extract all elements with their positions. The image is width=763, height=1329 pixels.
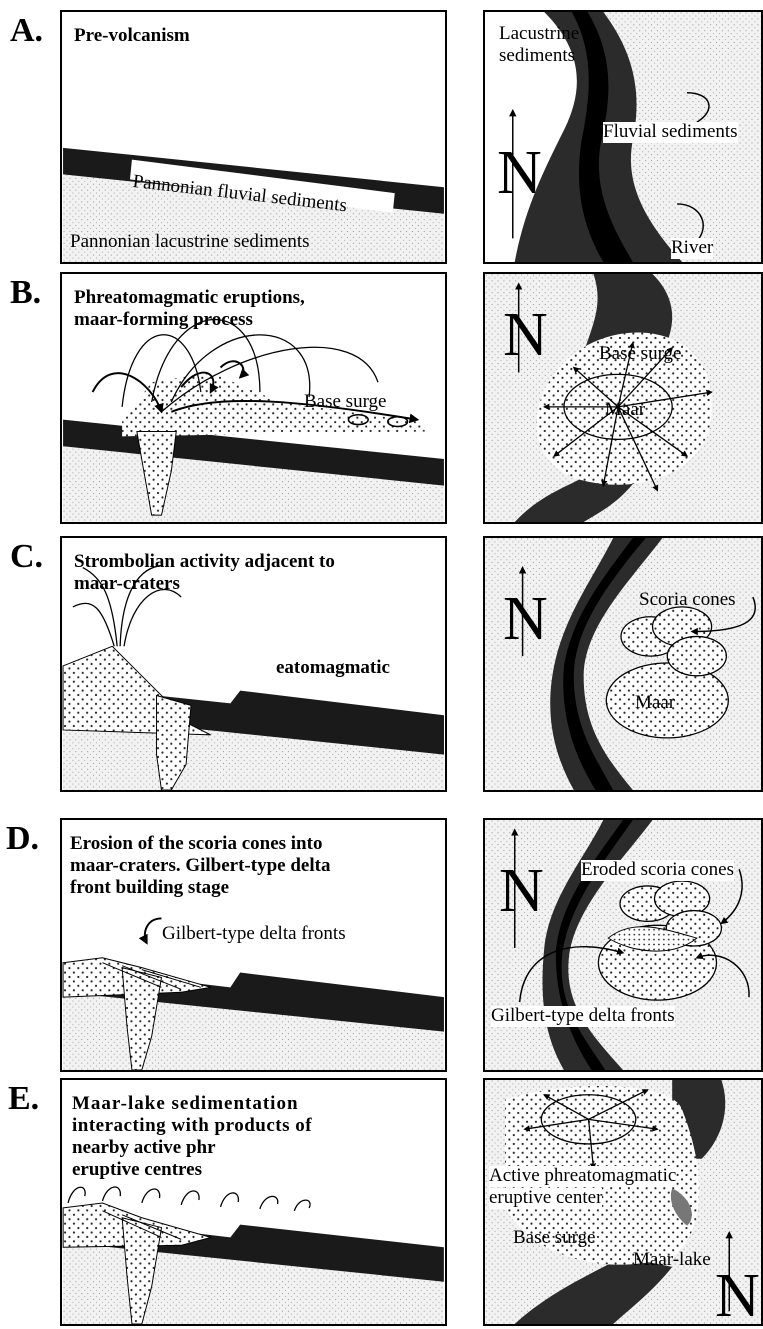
panel-letter-b: B. bbox=[10, 276, 41, 310]
panel-d-cross-section: Erosion of the scoria cones into maar-cr… bbox=[60, 818, 447, 1072]
panel-a-title: Pre-volcanism bbox=[74, 26, 190, 47]
panel-e-title-2: interacting with products of bbox=[72, 1116, 312, 1137]
eatomagmatic-label: eatomagmatic bbox=[276, 658, 390, 679]
map-e-active-2: eruptive center bbox=[489, 1188, 602, 1209]
panel-d-title-2: maar-craters. Gilbert-type delta bbox=[70, 856, 330, 877]
panel-letter-a: A. bbox=[10, 14, 43, 48]
panel-a-cross-section: Pre-volcanism Pannonian fluvial sediment… bbox=[60, 10, 447, 264]
map-e-base-surge: Base surge bbox=[513, 1228, 596, 1249]
gilbert-label-d: Gilbert-type delta fronts bbox=[162, 924, 346, 945]
map-a-fluvial: Fluvial sediments bbox=[603, 122, 738, 143]
panel-d-title-3: front building stage bbox=[70, 878, 229, 899]
map-e-maar-lake: Maar-lake bbox=[633, 1250, 711, 1271]
map-c-drawing bbox=[485, 538, 761, 790]
panel-d-title-1: Erosion of the scoria cones into bbox=[70, 834, 322, 855]
panel-c-title-2: maar-craters bbox=[74, 574, 180, 595]
panel-e-title-3: nearby active phr bbox=[72, 1138, 216, 1159]
panel-c-map: Scoria cones Maar N bbox=[483, 536, 763, 792]
panel-b-map: Base surge Maar N bbox=[483, 272, 763, 524]
map-c-scoria: Scoria cones bbox=[639, 590, 736, 611]
panel-b-title-2: maar-forming process bbox=[74, 310, 253, 331]
panel-a-map: Lacustrine sediments Fluvial sediments R… bbox=[483, 10, 763, 264]
panel-b-cross-section: Phreatomagmatic eruptions, maar-forming … bbox=[60, 272, 447, 524]
north-arrow-e: N bbox=[715, 1265, 760, 1326]
map-d-eroded: Eroded scoria cones bbox=[581, 860, 734, 881]
panel-c-cross-section: Strombolian activity adjacent to maar-cr… bbox=[60, 536, 447, 792]
map-e-active-1: Active phreatomagmatic bbox=[489, 1166, 676, 1187]
north-arrow-b: N bbox=[503, 304, 548, 366]
panel-e-cross-section: Maar-lake sedimentation interacting with… bbox=[60, 1078, 447, 1326]
map-b-base-surge: Base surge bbox=[599, 344, 682, 365]
map-b-maar: Maar bbox=[605, 400, 645, 421]
map-a-lacustrine-2: sediments bbox=[499, 46, 575, 67]
panel-c-title-1: Strombolian activity adjacent to bbox=[74, 552, 335, 573]
north-arrow-c: N bbox=[503, 588, 548, 650]
cross-section-a-drawing bbox=[62, 12, 445, 262]
panel-d-map: Eroded scoria cones Gilbert-type delta f… bbox=[483, 818, 763, 1072]
north-arrow-a: N bbox=[497, 142, 542, 204]
map-a-lacustrine-1: Lacustrine bbox=[499, 24, 579, 45]
panel-letter-e: E. bbox=[8, 1082, 39, 1116]
panel-e-title-4: eruptive centres bbox=[72, 1160, 202, 1181]
panel-b-title-1: Phreatomagmatic eruptions, bbox=[74, 288, 305, 309]
panel-letter-c: C. bbox=[10, 540, 43, 574]
panel-letter-d: D. bbox=[6, 822, 39, 856]
base-surge-label-b: Base surge bbox=[304, 392, 387, 413]
map-d-gilbert: Gilbert-type delta fronts bbox=[491, 1006, 675, 1027]
north-arrow-d: N bbox=[499, 860, 544, 922]
panel-e-map: Active phreatomagmatic eruptive center B… bbox=[483, 1078, 763, 1326]
map-c-maar: Maar bbox=[635, 693, 675, 714]
lacustrine-layer-label: Pannonian lacustrine sediments bbox=[70, 232, 310, 253]
map-a-river: River bbox=[671, 238, 713, 259]
panel-e-title-1: Maar-lake sedimentation bbox=[72, 1094, 299, 1115]
